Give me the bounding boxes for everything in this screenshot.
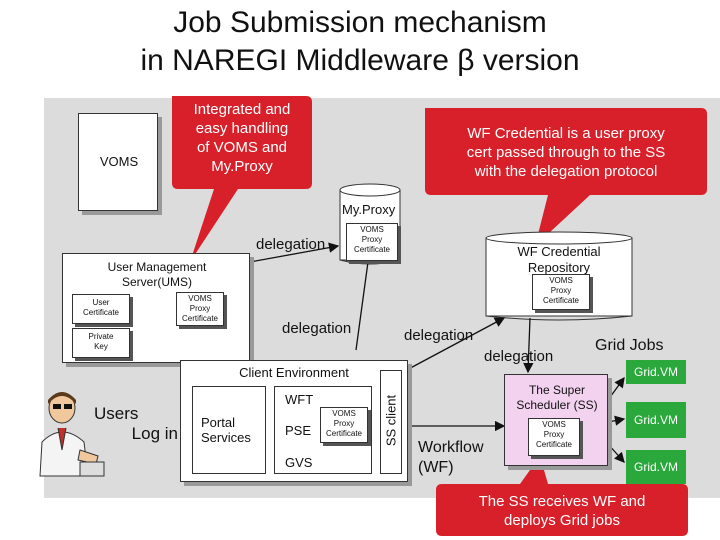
workflow-line-1: Workflow <box>418 439 484 456</box>
user-cert-line-2: Certificate <box>82 308 119 317</box>
callout-left-line-4: My.Proxy <box>211 158 273 175</box>
title-line-2: in NAREGI Middleware β version <box>140 44 580 77</box>
private-key-line-2: Key <box>94 342 108 351</box>
user-person-icon <box>39 392 105 477</box>
callout-bottom-line-1: The SS receives WF and <box>478 493 646 510</box>
line-myproxy-to-client <box>355 261 369 351</box>
voms-server-box: VOMS <box>78 113 158 211</box>
portal-line-2: Services <box>201 430 251 445</box>
cert-line-2: Proxy <box>543 430 565 439</box>
callout-right-line-3: with the delegation protocol <box>474 163 658 180</box>
arrow-ss-to-gridvm-2 <box>607 415 626 426</box>
voms-label: VOMS <box>99 154 139 169</box>
cert-line-3: Certificate <box>181 314 218 323</box>
ss-client-label: SS client <box>383 394 399 447</box>
delegation-label-2: delegation <box>282 320 352 337</box>
delegation-label-4: delegation <box>484 348 554 365</box>
cert-line-2: Proxy <box>189 304 211 313</box>
callout-left-line-2: easy handling <box>195 120 289 137</box>
gridvm-2: Grid.VM <box>626 402 686 438</box>
page-title: Job Submission mechanism in NAREGI Middl… <box>0 4 720 80</box>
arrow-ss-to-gridvm-1 <box>607 376 625 401</box>
cert-line-1: VOMS <box>188 294 212 303</box>
callout-left-line-3: of VOMS and <box>196 139 288 156</box>
ums-line-1: User Management <box>107 260 207 274</box>
cert-line-3: Certificate <box>325 429 362 438</box>
ss-line-2: Scheduler (SS) <box>516 398 598 412</box>
users-line-1: Users <box>94 404 139 423</box>
gridvm-1: Grid.VM <box>626 360 686 384</box>
workflow-line-2: (WF) <box>418 459 454 476</box>
wf-repo-line-2: Repository <box>527 260 591 275</box>
callout-left-text: Integrated and easy handling of VOMS and… <box>172 100 312 176</box>
callout-bottom-line-2: deploys Grid jobs <box>504 512 620 529</box>
ums-label: User Management Server(UMS) <box>63 260 251 290</box>
cert-line-2: Proxy <box>361 235 383 244</box>
cert-line-1: VOMS <box>360 225 384 234</box>
cert-line-3: Certificate <box>535 440 572 449</box>
callout-left-shape <box>172 96 312 262</box>
arrow-repo-to-ss <box>523 317 534 374</box>
user-cert-line-1: User <box>92 298 110 307</box>
workflow-label: Workflow (WF) <box>418 438 484 478</box>
callout-bottom-shape <box>436 456 688 536</box>
repo-voms-cert: VOMS Proxy Certificate <box>532 274 590 310</box>
pse-label: PSE <box>285 423 312 438</box>
portal-services-label: Portal Services <box>201 415 251 445</box>
cert-line-3: Certificate <box>542 296 579 305</box>
callout-bottom-text: The SS receives WF and deploys Grid jobs <box>436 492 688 530</box>
callout-right-shape <box>425 108 707 246</box>
wf-repo-line-1: WF Credential <box>517 244 601 259</box>
delegation-label-1: delegation <box>256 236 326 253</box>
private-key-line-1: Private <box>88 332 114 341</box>
callout-left-line-1: Integrated and <box>193 101 291 118</box>
ums-line-2: Server(UMS) <box>121 275 192 289</box>
users-login-label: Users Log in <box>94 404 178 444</box>
myproxy-label: My.Proxy <box>342 202 396 217</box>
callout-right-line-1: WF Credential is a user proxy <box>467 125 665 142</box>
wf-repository-label: WF Credential Repository <box>486 244 632 276</box>
arrow-ss-to-gridvm-3 <box>607 443 625 463</box>
wft-label: WFT <box>285 392 314 407</box>
cert-line-2: Proxy <box>550 286 572 295</box>
cert-line-1: VOMS <box>549 276 573 285</box>
grid-jobs-label: Grid Jobs <box>595 337 664 354</box>
super-scheduler-label: The Super Scheduler (SS) <box>505 383 609 413</box>
portal-line-1: Portal <box>201 415 235 430</box>
users-line-2: Log in <box>131 424 178 443</box>
cert-line-3: Certificate <box>353 245 390 254</box>
title-line-1: Job Submission mechanism <box>173 6 547 39</box>
gvs-label: GVS <box>285 455 313 470</box>
client-voms-cert: VOMS Proxy Certificate <box>320 407 368 443</box>
cert-line-2: Proxy <box>333 419 355 428</box>
cert-line-1: VOMS <box>332 409 356 418</box>
ss-voms-cert: VOMS Proxy Certificate <box>528 418 580 456</box>
private-key: Private Key <box>72 328 130 358</box>
client-environment-label: Client Environment <box>239 365 349 380</box>
callout-right-line-2: cert passed through to the SS <box>466 144 666 161</box>
user-certificate: User Certificate <box>72 294 130 324</box>
portal-services-box: Portal Services <box>192 386 266 474</box>
delegation-label-3: delegation <box>404 327 474 344</box>
arrow-ums-to-myproxy <box>249 242 340 263</box>
ss-client-box: SS client <box>380 370 402 474</box>
ss-line-1: The Super <box>528 383 586 397</box>
callout-right-text: WF Credential is a user proxy cert passe… <box>425 124 707 181</box>
myproxy-voms-cert: VOMS Proxy Certificate <box>346 223 398 261</box>
cert-line-1: VOMS <box>542 420 566 429</box>
gridvm-3: Grid.VM <box>626 450 686 484</box>
ums-voms-cert: VOMS Proxy Certificate <box>176 292 224 326</box>
